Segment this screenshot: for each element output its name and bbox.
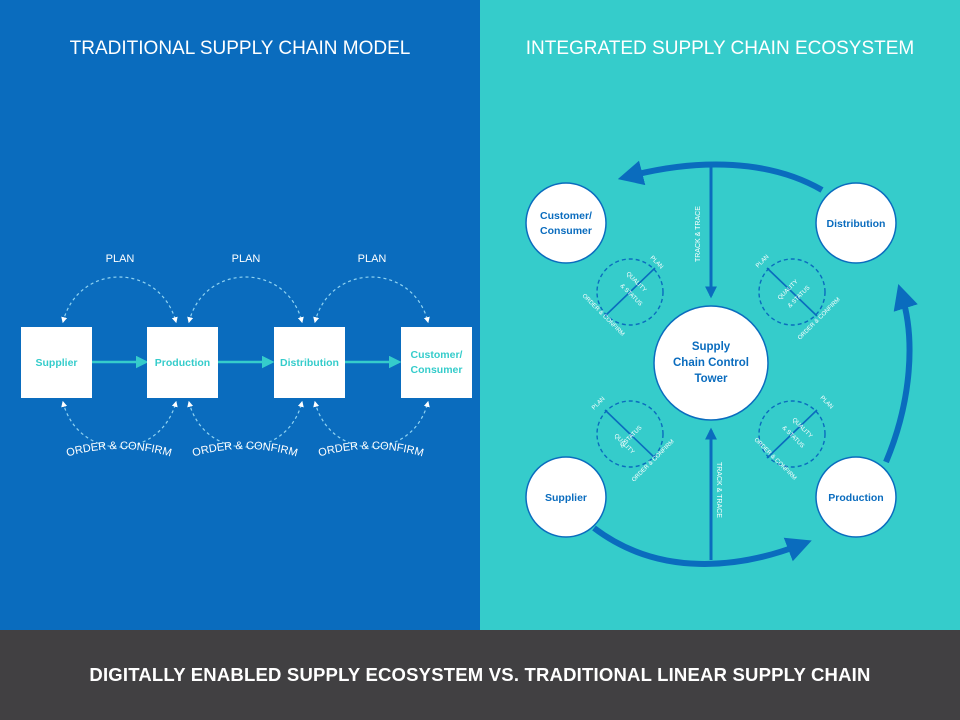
- plan-arc: [187, 276, 304, 324]
- supplier-node: Supplier: [525, 456, 607, 538]
- customer-node-line2: Consumer: [540, 225, 592, 237]
- svg-text:PLAN: PLAN: [591, 396, 606, 411]
- info-cycle-bottom-left: PLAN QUALITY & STATUS ORDER & CONFIRM: [591, 396, 676, 483]
- production-box: Production: [147, 327, 218, 398]
- control-tower-node: Supply Chain Control Tower: [653, 305, 769, 421]
- footer-banner: DIGITALLY ENABLED SUPPLY ECOSYSTEM VS. T…: [0, 630, 960, 720]
- production-node: Production: [815, 456, 897, 538]
- svg-text:& STATUS: & STATUS: [619, 425, 643, 449]
- customer-label-line2: Consumer: [411, 364, 463, 376]
- control-tower-line3: Tower: [694, 373, 728, 385]
- plan-arc: [61, 276, 178, 324]
- customer-node-line1: Customer/: [540, 210, 592, 222]
- svg-text:ORDER & CONFIRM: ORDER & CONFIRM: [631, 439, 676, 484]
- order-label: ORDER & CONFIRM: [317, 440, 425, 459]
- customer-label-line1: Customer/: [411, 349, 463, 361]
- track-label-bottom: TRACK & TRACE: [715, 462, 722, 518]
- cycle-arrow-top: [617, 160, 824, 193]
- control-tower-line2: Chain Control: [673, 357, 749, 369]
- svg-text:PLAN: PLAN: [819, 395, 834, 410]
- customer-node: Customer/ Consumer: [525, 182, 607, 264]
- info-cycle-top-left: PLAN QUALITY & STATUS ORDER & CONFIRM: [581, 255, 664, 338]
- ecosystem-title: INTEGRATED SUPPLY CHAIN ECOSYSTEM: [525, 38, 915, 59]
- traditional-panel: [0, 0, 480, 630]
- plan-label: PLAN: [358, 253, 387, 265]
- plan-label: PLAN: [106, 253, 135, 265]
- production-node-label: Production: [828, 492, 883, 504]
- order-arc: [61, 400, 178, 448]
- order-label: ORDER & CONFIRM: [191, 440, 299, 459]
- order-arc: [187, 400, 304, 448]
- track-label-top: TRACK & TRACE: [695, 206, 702, 262]
- supplier-node-label: Supplier: [545, 492, 587, 504]
- distribution-label: Distribution: [280, 357, 339, 369]
- distribution-node: Distribution: [815, 182, 897, 264]
- supply-chain-diagram: PLAN PLAN PLAN ORDER & CONFIRM ORDER & C…: [21, 160, 918, 567]
- footer-caption: DIGITALLY ENABLED SUPPLY ECOSYSTEM VS. T…: [89, 664, 871, 685]
- plan-arc: [313, 276, 430, 324]
- customer-box: Customer/ Consumer: [401, 327, 472, 398]
- svg-text:ORDER & CONFIRM: ORDER & CONFIRM: [581, 293, 626, 338]
- traditional-title: TRADITIONAL SUPPLY CHAIN MODEL: [69, 38, 411, 59]
- info-cycle-top-right: PLAN QUALITY & STATUS ORDER & CONFIRM: [755, 254, 842, 341]
- info-cycle-bottom-right: PLAN QUALITY & STATUS ORDER & CONFIRM: [753, 395, 834, 482]
- cycle-arrow-bottom: [592, 525, 812, 567]
- distribution-node-label: Distribution: [827, 218, 886, 230]
- traditional-chain: PLAN PLAN PLAN ORDER & CONFIRM ORDER & C…: [21, 253, 472, 459]
- order-arc: [313, 400, 430, 448]
- svg-text:PLAN: PLAN: [755, 254, 770, 269]
- distribution-box: Distribution: [274, 327, 345, 398]
- order-label: ORDER & CONFIRM: [65, 440, 173, 459]
- ecosystem-diagram: TRACK & TRACE TRACK & TRACE PLAN QUALITY…: [525, 160, 918, 567]
- cycle-arrow-right: [883, 283, 918, 464]
- supplier-label: Supplier: [35, 357, 77, 369]
- plan-label: PLAN: [232, 253, 261, 265]
- svg-text:ORDER & CONFIRM: ORDER & CONFIRM: [753, 437, 798, 482]
- supplier-box: Supplier: [21, 327, 92, 398]
- production-label: Production: [155, 357, 210, 369]
- svg-text:PLAN: PLAN: [649, 255, 664, 270]
- control-tower-line1: Supply: [692, 341, 731, 353]
